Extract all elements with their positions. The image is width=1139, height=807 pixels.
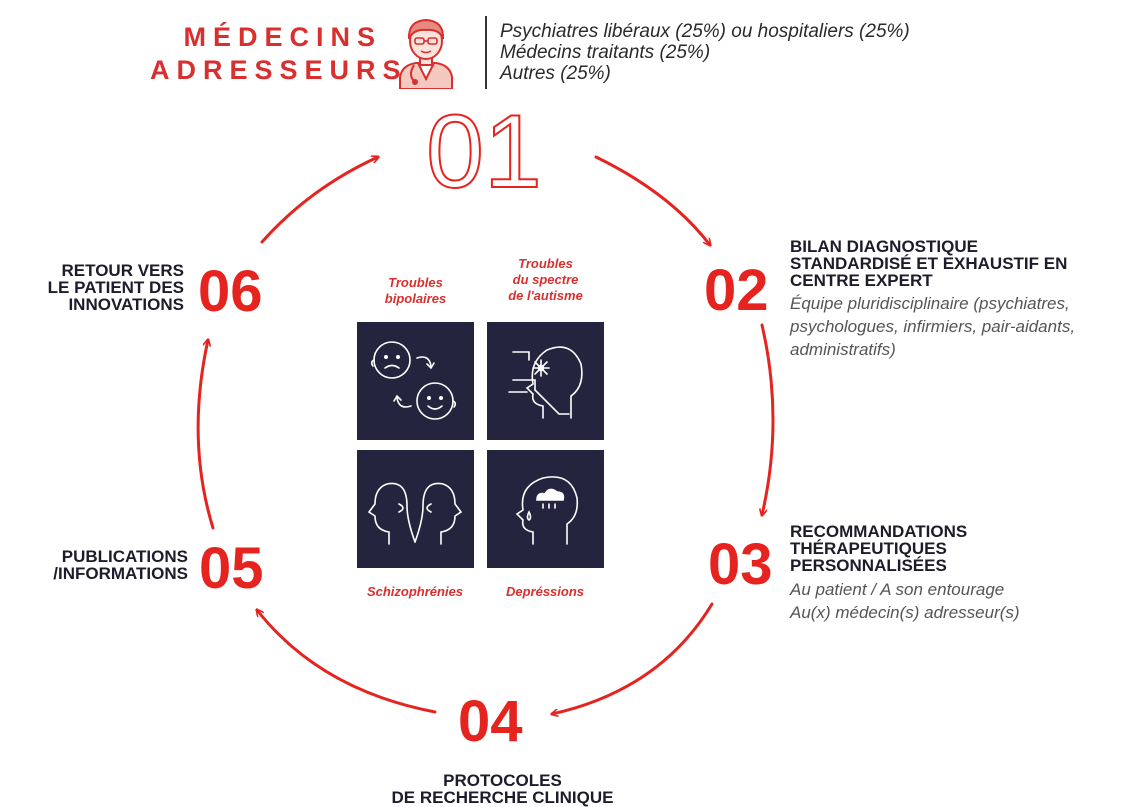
step-01-number: 01 xyxy=(425,93,546,211)
step-02-title-line3: CENTRE EXPERT xyxy=(790,271,933,290)
header-title-line2: ADRESSEURS xyxy=(150,55,408,85)
step-03-desc-line2: Au(x) médecin(s) adresseur(s) xyxy=(790,603,1020,622)
step-03-title-line2: THÉRAPEUTIQUES xyxy=(790,539,947,558)
category-label-bipolar-line2: bipolaires xyxy=(384,291,447,306)
step-06-title-line1: RETOUR VERS xyxy=(61,261,185,280)
category-label-depression-line1: Depréssions xyxy=(505,584,585,599)
step-02-title-line2: STANDARDISÉ ET EXHAUSTIF EN xyxy=(790,254,1068,273)
tile-depression xyxy=(487,450,604,568)
step-03-title-line3: PERSONNALISÉES xyxy=(790,556,947,575)
step-01-number-text: 01 xyxy=(426,108,542,193)
sad-head-cloud-icon xyxy=(515,476,579,545)
step-05-title-line1: PUBLICATIONS xyxy=(61,547,188,566)
header-title: MÉDECINS ADRESSEURS xyxy=(150,21,408,87)
tile-schizophrenia xyxy=(357,450,474,568)
mood-swing-heads-icon xyxy=(370,341,457,420)
arrow-06-to-01 xyxy=(260,157,378,244)
arrow-03-to-04 xyxy=(552,602,714,714)
arrow-01-to-02 xyxy=(594,155,710,245)
category-label-autism-line2: du spectre xyxy=(512,272,579,287)
header-line-1: Psychiatres libéraux (25%) ou hospitalie… xyxy=(500,21,910,42)
category-label-autism-line3: de l'autisme xyxy=(508,288,583,303)
step-06-number: 06 xyxy=(198,259,263,324)
arrow-02-to-03 xyxy=(762,323,775,515)
step-06-title-line2: LE PATIENT DES xyxy=(47,278,184,297)
step-03-number: 03 xyxy=(708,532,773,597)
step-03-text: RECOMMANDATIONS THÉRAPEUTIQUES PERSONNAL… xyxy=(790,523,1020,624)
category-label-bipolar-line1: Troubles xyxy=(388,275,443,290)
category-label-schizophrenia-line1: Schizophrénies xyxy=(366,584,464,599)
step-02-desc-line1: Équipe pluridisciplinaire (psychiatres, xyxy=(790,294,1070,313)
step-05-number: 05 xyxy=(199,536,264,601)
step-02-number: 02 xyxy=(704,258,769,323)
doctor-icon xyxy=(396,13,456,90)
tile-bipolar xyxy=(357,322,474,440)
step-03-title-line1: RECOMMANDATIONS xyxy=(790,522,968,541)
tile-autism xyxy=(487,322,604,440)
category-label-depression: Depréssions xyxy=(480,584,610,600)
header-description: Psychiatres libéraux (25%) ou hospitalie… xyxy=(500,21,910,84)
step-04-title-line2: DE RECHERCHE CLINIQUE xyxy=(391,788,614,807)
header-line-2: Médecins traitants (25%) xyxy=(500,42,711,63)
category-label-bipolar: Troubles bipolaires xyxy=(357,275,474,307)
step-05-text: PUBLICATIONS /INFORMATIONS xyxy=(0,548,188,582)
step-02-desc-line2: psychologues, infirmiers, pair-aidants, xyxy=(790,317,1076,336)
step-04-number: 04 xyxy=(458,689,523,754)
step-06-title-line3: INNOVATIONS xyxy=(68,295,184,314)
step-04-text: PROTOCOLES DE RECHERCHE CLINIQUE xyxy=(390,772,615,806)
step-04-title-line1: PROTOCOLES xyxy=(443,771,562,790)
arrow-04-to-05 xyxy=(257,610,437,714)
step-03-desc-line1: Au patient / A son entourage xyxy=(790,580,1005,599)
header-line-3: Autres (25%) xyxy=(500,63,611,84)
step-02-desc-line3: administratifs) xyxy=(790,340,896,359)
step-05-title-line2: /INFORMATIONS xyxy=(53,564,188,583)
autism-head-icon xyxy=(508,346,583,419)
header-divider xyxy=(485,16,487,89)
split-heads-icon xyxy=(367,482,463,545)
category-label-autism: Troubles du spectre de l'autisme xyxy=(487,256,604,304)
header-title-line1: MÉDECINS xyxy=(183,22,382,52)
step-02-text: BILAN DIAGNOSTIQUE STANDARDISÉ ET EXHAUS… xyxy=(790,238,1075,361)
arrow-05-to-06 xyxy=(196,340,215,530)
step-02-title-line1: BILAN DIAGNOSTIQUE xyxy=(790,237,978,256)
category-label-schizophrenia: Schizophrénies xyxy=(345,584,485,600)
step-06-text: RETOUR VERS LE PATIENT DES INNOVATIONS xyxy=(0,262,184,313)
category-label-autism-line1: Troubles xyxy=(518,256,573,271)
